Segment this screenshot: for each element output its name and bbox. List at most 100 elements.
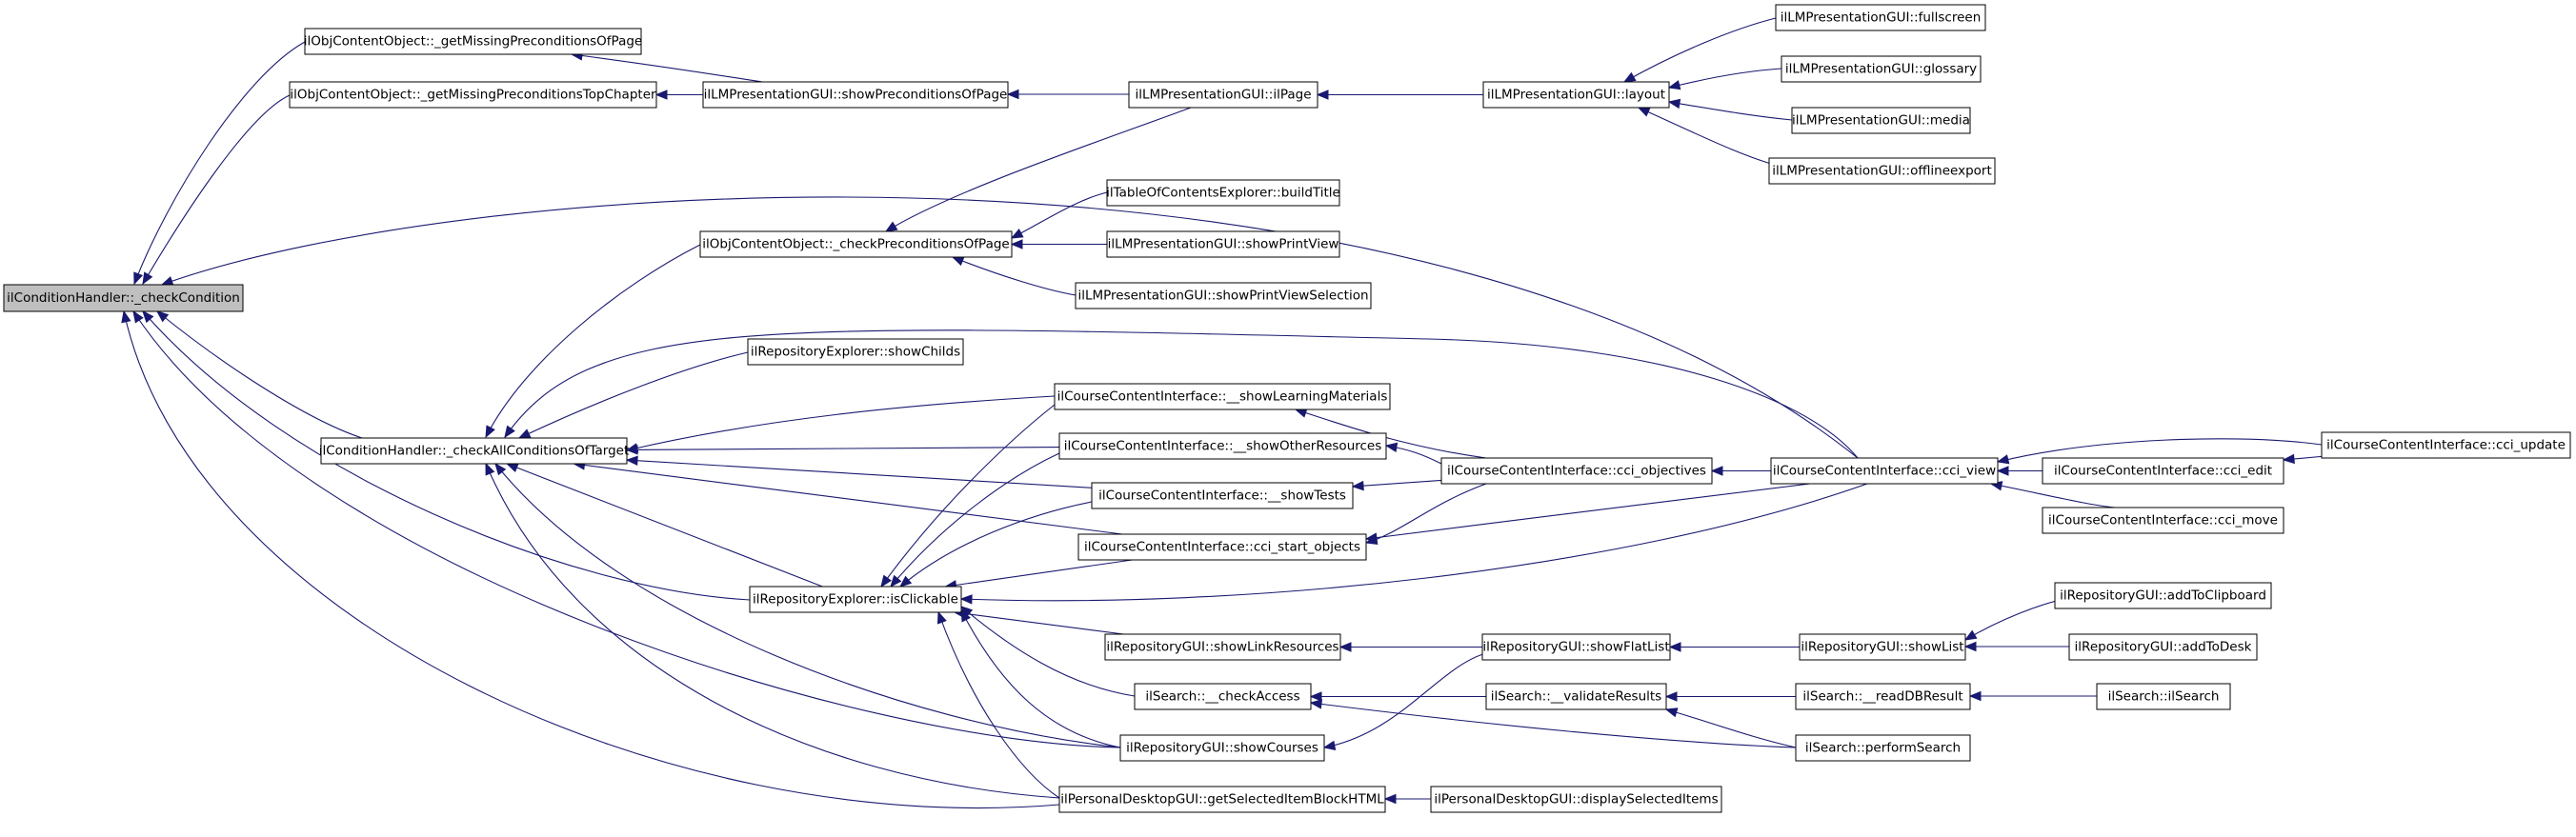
node-box bbox=[320, 437, 628, 465]
caller-function-node[interactable]: ilSearch::performSearch bbox=[1795, 734, 1971, 762]
arrowhead-n15-to-n16 bbox=[517, 428, 532, 439]
edge-n37-to-n1 bbox=[132, 310, 1121, 748]
caller-function-node[interactable]: ilTableOfContentsExplorer::buildTitle bbox=[1106, 179, 1340, 207]
caller-function-node[interactable]: ilSearch::__checkAccess bbox=[1134, 683, 1312, 710]
node-box bbox=[1091, 482, 1354, 509]
caller-function-node[interactable]: ilPersonalDesktopGUI::displaySelectedIte… bbox=[1430, 786, 1722, 813]
node-label: ilLMPresentationGUI::showPreconditionsOf… bbox=[704, 88, 1008, 103]
caller-function-node[interactable]: ilObjContentObject::_getMissingPrecondit… bbox=[289, 81, 657, 109]
caller-function-node[interactable]: ilCourseContentInterface::cci_edit bbox=[2042, 457, 2284, 485]
edge-n18-to-n16 bbox=[626, 447, 1060, 451]
caller-function-node[interactable]: ilCourseContentInterface::cci_view bbox=[1770, 457, 1999, 485]
caller-function-node[interactable]: ilSearch::ilSearch bbox=[2096, 683, 2231, 710]
caller-function-node[interactable]: ilConditionHandler::_checkAllConditionsO… bbox=[319, 437, 630, 465]
caller-function-node[interactable]: ilPersonalDesktopGUI::getSelectedItemBlo… bbox=[1058, 786, 1386, 813]
node-box bbox=[2042, 457, 2284, 485]
edge-n36-to-n32 bbox=[1310, 702, 1797, 748]
arrowhead-n5-to-n11 bbox=[884, 221, 898, 232]
root-function-node[interactable]: ilConditionHandler::_checkCondition bbox=[3, 284, 244, 312]
edge-n21-to-n19 bbox=[1352, 479, 1442, 488]
edge-n26-to-n16 bbox=[506, 463, 823, 588]
node-box bbox=[1799, 633, 1966, 661]
edge-n21-to-n20 bbox=[1365, 483, 1487, 544]
caller-function-node[interactable]: ilRepositoryGUI::addToClipboard bbox=[2054, 582, 2272, 609]
caller-function-node[interactable]: ilRepositoryGUI::showList bbox=[1799, 633, 1966, 661]
edge-n28-to-n37 bbox=[1323, 652, 1487, 748]
caller-function-node[interactable]: ilLMPresentationGUI::media bbox=[1791, 107, 1971, 134]
edge-n27-to-n26 bbox=[955, 611, 1124, 635]
node-label: ilObjContentObject::_checkPreconditionsO… bbox=[702, 237, 1009, 252]
node-label: ilCourseContentInterface::cci_objectives bbox=[1447, 464, 1706, 479]
edge-n5-to-n11 bbox=[885, 107, 1192, 232]
edge-n22-to-n20 bbox=[1365, 483, 1811, 540]
caller-function-node[interactable]: ilCourseContentInterface::__showLearning… bbox=[1054, 383, 1391, 410]
node-box bbox=[1768, 157, 1996, 185]
caller-function-node[interactable]: ilRepositoryGUI::addToDesk bbox=[2068, 633, 2258, 661]
arrowhead-n14-to-n11 bbox=[951, 256, 965, 267]
caller-function-node[interactable]: ilRepositoryGUI::showCourses bbox=[1119, 734, 1325, 762]
edge-n22-to-n16 bbox=[504, 329, 1859, 459]
arrowhead-n22-to-n21 bbox=[1710, 466, 1723, 476]
node-label: ilRepositoryExplorer::isClickable bbox=[753, 592, 958, 608]
node-label: ilRepositoryGUI::showFlatList bbox=[1482, 640, 1669, 655]
node-label: ilCourseContentInterface::cci_move bbox=[2048, 513, 2278, 528]
edge-n9-to-n6 bbox=[1668, 101, 1793, 121]
arrowhead-n37-to-n16 bbox=[494, 462, 507, 476]
caller-function-node[interactable]: ilRepositoryExplorer::isClickable bbox=[749, 586, 962, 613]
arrowhead-n11-to-n16 bbox=[485, 425, 495, 439]
caller-function-node[interactable]: ilCourseContentInterface::cci_start_obje… bbox=[1077, 533, 1367, 561]
caller-function-node[interactable]: ilLMPresentationGUI::fullscreen bbox=[1775, 4, 1986, 31]
arrowhead-n21-to-n18 bbox=[1384, 442, 1399, 452]
node-label: ilRepositoryGUI::showCourses bbox=[1126, 741, 1318, 756]
arrowhead-n3-to-n1 bbox=[142, 271, 153, 286]
arrowhead-n5-to-n4 bbox=[1006, 89, 1019, 100]
caller-function-node[interactable]: ilLMPresentationGUI::showPrintViewSelect… bbox=[1075, 282, 1372, 309]
caller-function-node[interactable]: ilLMPresentationGUI::showPrintView bbox=[1106, 230, 1340, 258]
caller-function-node[interactable]: ilObjContentObject::_getMissingPrecondit… bbox=[304, 28, 642, 55]
caller-function-node[interactable]: ilLMPresentationGUI::layout bbox=[1482, 81, 1670, 109]
caller-function-node[interactable]: ilCourseContentInterface::cci_update bbox=[2321, 431, 2571, 459]
arrowhead-n19-to-n16 bbox=[625, 455, 638, 467]
node-label: ilRepositoryGUI::addToDesk bbox=[2075, 640, 2252, 655]
caller-function-node[interactable]: ilLMPresentationGUI::glossary bbox=[1781, 55, 1982, 83]
caller-function-node[interactable]: ilRepositoryGUI::showLinkResources bbox=[1104, 633, 1341, 661]
arrowhead-n16-to-n1 bbox=[155, 310, 170, 323]
arrowhead-n6-to-n5 bbox=[1316, 90, 1329, 100]
arrowhead-n24-to-n22 bbox=[1996, 454, 2010, 465]
node-box bbox=[1058, 786, 1386, 813]
caller-function-node[interactable]: ilObjContentObject::_checkPreconditionsO… bbox=[699, 230, 1013, 258]
edge-n25-to-n22 bbox=[1990, 483, 2116, 508]
caller-function-node[interactable]: ilSearch::__readDBResult bbox=[1795, 683, 1971, 710]
node-label: ilPersonalDesktopGUI::displaySelectedIte… bbox=[1434, 792, 1718, 807]
arrowhead-n38-to-n26 bbox=[936, 610, 947, 625]
node-box bbox=[1054, 383, 1391, 410]
node-label: ilRepositoryExplorer::showChilds bbox=[751, 345, 960, 360]
edge-n18-to-n26 bbox=[890, 452, 1060, 588]
node-label: ilSearch::__readDBResult bbox=[1802, 689, 1962, 705]
caller-function-node[interactable]: ilRepositoryExplorer::showChilds bbox=[747, 338, 964, 366]
arrowhead-n18-to-n26 bbox=[890, 574, 902, 588]
node-box bbox=[747, 338, 964, 366]
caller-function-node[interactable]: ilLMPresentationGUI::offlineexport bbox=[1768, 157, 1996, 185]
edge-n17-to-n26 bbox=[880, 404, 1056, 588]
caller-function-node[interactable]: ilCourseContentInterface::__showTests bbox=[1091, 482, 1354, 509]
caller-function-node[interactable]: ilRepositoryGUI::showFlatList bbox=[1481, 633, 1671, 661]
node-box bbox=[2321, 431, 2571, 459]
caller-function-node[interactable]: ilSearch::__validateResults bbox=[1485, 683, 1667, 710]
node-label: ilLMPresentationGUI::glossary bbox=[1785, 62, 1977, 77]
arrowhead-n22-to-n16 bbox=[504, 425, 515, 439]
arrowhead-n32-to-n26 bbox=[959, 606, 974, 618]
edge-n17-to-n16 bbox=[626, 395, 1056, 451]
node-label: ilObjContentObject::_getMissingPrecondit… bbox=[304, 34, 642, 50]
node-label: ilCourseContentInterface::__showOtherRes… bbox=[1064, 439, 1382, 454]
node-label: ilCourseContentInterface::__showLearning… bbox=[1057, 389, 1388, 405]
arrowhead-n24-to-n23 bbox=[2282, 453, 2295, 465]
caller-function-node[interactable]: ilLMPresentationGUI::showPreconditionsOf… bbox=[702, 81, 1009, 109]
caller-function-node[interactable]: ilCourseContentInterface::cci_move bbox=[2042, 507, 2284, 534]
edge-n19-to-n16 bbox=[626, 459, 1093, 488]
caller-function-node[interactable]: ilCourseContentInterface::cci_objectives bbox=[1440, 457, 1713, 485]
edge-n15-to-n16 bbox=[518, 351, 749, 439]
caller-function-node[interactable]: ilLMPresentationGUI::ilPage bbox=[1128, 81, 1318, 109]
arrowhead-n9-to-n6 bbox=[1667, 98, 1681, 110]
caller-function-node[interactable]: ilCourseContentInterface::__showOtherRes… bbox=[1058, 432, 1387, 460]
